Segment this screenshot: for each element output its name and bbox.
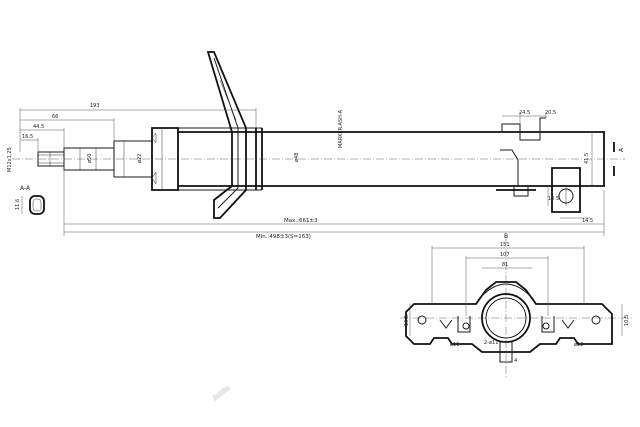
section-a-a: A-A	[20, 185, 45, 215]
dim-bracket-top-a: 24.5	[519, 110, 530, 116]
dim-plate-right-h: 10.5	[624, 315, 630, 326]
rod-diameter: ø50	[87, 154, 93, 163]
min-length-label: Min.:498±3(S=163)	[256, 234, 311, 240]
dim-plate-hole-b: 2-ø11	[484, 340, 498, 346]
mount-plate	[405, 281, 613, 353]
lower-mount	[551, 167, 581, 213]
brake-hose-bracket	[501, 117, 546, 141]
top-dimensions	[19, 108, 257, 152]
thread-size: M12x1.25	[7, 147, 13, 172]
section-label: A-A	[20, 185, 31, 192]
dim-rod-mid: 44.5	[33, 124, 44, 130]
dim-bracket-foot: 14.5	[582, 218, 593, 224]
dim-bracket-side: 41.5	[584, 153, 590, 164]
dim-plate-bottom: 4	[514, 358, 517, 364]
spring-seat	[206, 51, 247, 219]
length-dimensions	[63, 166, 605, 236]
dim-plate-hole-span: 81	[502, 262, 508, 268]
bracket-dimensions	[502, 112, 593, 219]
mount-plate-view	[400, 236, 632, 378]
main-tube	[178, 131, 605, 187]
dim-overall-rod: 193	[90, 103, 100, 109]
dim-plate-width: 151	[500, 242, 510, 248]
strut-side-view	[12, 51, 625, 219]
max-length-label: Max.:661±3	[284, 218, 318, 224]
dim-tube-len: B	[504, 233, 508, 240]
section-width: 11.6	[15, 199, 21, 210]
dim-rod-upper: 66	[52, 114, 58, 120]
dim-rod-small: 16.5	[22, 134, 33, 140]
tube-marking: MARKER.ASH-A	[338, 109, 344, 148]
dim-plate-hole-a: ø11	[450, 342, 459, 348]
brand-watermark: Ashika	[213, 385, 232, 401]
dim-bracket-hole: 10.5	[548, 196, 559, 202]
dim-plate-left-h: 10.5	[404, 315, 410, 326]
plate-stud	[499, 341, 513, 363]
dim-plate-hole-c: ø12	[574, 342, 583, 348]
tube-diameter: ø48	[294, 153, 300, 162]
section-marker: A	[618, 147, 625, 152]
dim-bracket-top-b: 20.5	[545, 110, 556, 116]
collar-diameter: ø22	[137, 154, 143, 163]
dim-plate-inner: 107	[500, 252, 510, 258]
